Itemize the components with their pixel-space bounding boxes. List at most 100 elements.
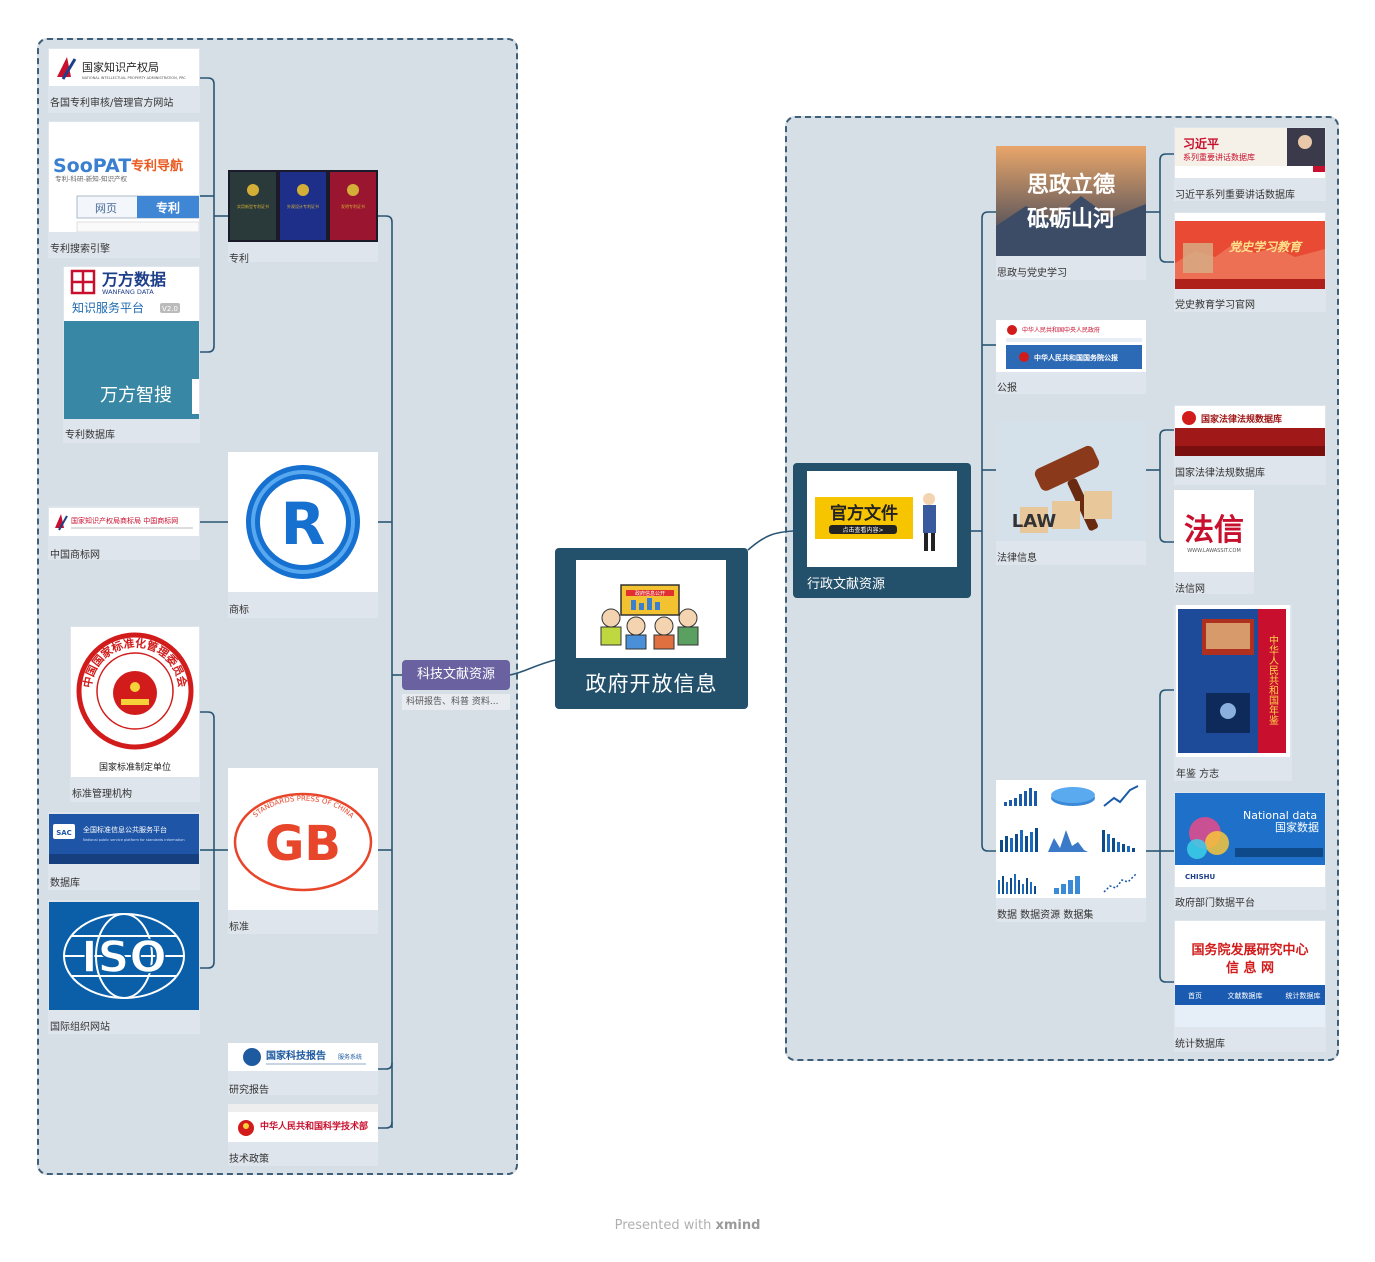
- svg-text:国家知识产权局: 国家知识产权局: [82, 60, 159, 74]
- svg-text:R: R: [281, 490, 326, 558]
- svg-text:专利导航: 专利导航: [131, 158, 183, 174]
- faxin-logo-image: 法信 WWW.LAWASSIT.COM: [1174, 490, 1254, 572]
- trademark-caption: 商标: [229, 605, 249, 616]
- report-system-image: 国家科技报告 服务系统: [228, 1043, 378, 1071]
- gov-data-card[interactable]: National data 国家数据 CHISHU 政府部门数据平台: [1174, 792, 1326, 910]
- science-branch-topic[interactable]: 科技文献资源: [402, 660, 510, 690]
- svg-text:首页: 首页: [1188, 991, 1202, 1000]
- svg-text:知识服务平台: 知识服务平台: [72, 300, 144, 315]
- svg-text:LAW: LAW: [1012, 511, 1057, 532]
- gazette-card[interactable]: 中华人民共和国中央人民政府 中华人民共和国国务院公报 公报: [996, 320, 1146, 394]
- law-caption: 法律信息: [997, 553, 1037, 564]
- svg-text:发明专利证书: 发明专利证书: [341, 203, 365, 209]
- cnipa-logo-image: 国家知识产权局 NATIONAL INTELLECTUAL PROPERTY A…: [49, 49, 199, 86]
- patent-caption: 专利: [229, 254, 249, 265]
- national-data-image: National data 国家数据 CHISHU: [1175, 793, 1325, 887]
- policy-card[interactable]: 中华人民共和国科学技术部 技术政策: [228, 1104, 378, 1166]
- iso-logo-image: ISO: [49, 902, 199, 1010]
- patent-certificates-image: 实用新型专利证书 外观设计专利证书 发明专利证书: [228, 170, 378, 242]
- trademark-site-image: 国家知识产权局商标局 中国商标网: [49, 508, 199, 536]
- stat-db-card[interactable]: 国务院发展研究中心 信 息 网 首页 文献数据库 统计数据库 统计数据库: [1174, 920, 1326, 1052]
- svg-text:中华人民共和国国务院公报: 中华人民共和国国务院公报: [1034, 353, 1119, 362]
- svg-text:SAC: SAC: [56, 829, 72, 837]
- law-db-caption: 国家法律法规数据库: [1175, 468, 1265, 479]
- faxin-card[interactable]: 法信 WWW.LAWASSIT.COM 法信网: [1174, 490, 1254, 595]
- gazette-image: 中华人民共和国中央人民政府 中华人民共和国国务院公报: [996, 320, 1146, 372]
- xi-db-card[interactable]: 习近平 系列重要讲话数据库 习近平系列重要讲话数据库: [1174, 127, 1326, 201]
- law-card[interactable]: LAW 法律信息: [996, 421, 1146, 565]
- presented-with-footer: Presented with xmind: [0, 1218, 1375, 1233]
- svg-text:全国标准信息公共服务平台: 全国标准信息公共服务平台: [83, 825, 167, 834]
- svg-text:思政立德: 思政立德: [1027, 172, 1115, 198]
- gb-standard-logo-image: STANDARDS PRESS OF CHINA GB: [228, 768, 378, 910]
- root-topic[interactable]: 政府信息公开 政府开放信息: [555, 548, 748, 709]
- trademark-card[interactable]: R 商标: [228, 452, 378, 618]
- svg-text:国家知识产权局商标局 中国商标网: 国家知识产权局商标局 中国商标网: [71, 516, 178, 525]
- svg-text:官方文件: 官方文件: [830, 503, 898, 524]
- svg-text:政府信息公开: 政府信息公开: [635, 590, 665, 597]
- svg-text:实用新型专利证书: 实用新型专利证书: [237, 203, 269, 209]
- svg-text:信 息 网: 信 息 网: [1226, 960, 1274, 976]
- svg-text:中华人民共和国科学技术部: 中华人民共和国科学技术部: [260, 1120, 368, 1132]
- svg-text:国家数据: 国家数据: [1275, 820, 1319, 834]
- svg-text:专利: 专利: [156, 200, 180, 215]
- svg-text:砥砺山河: 砥砺山河: [1027, 206, 1115, 232]
- science-branch-note: 科研报告、科普 资料...: [402, 694, 510, 710]
- admin-branch-topic[interactable]: 官方文件 点击查看内容> 行政文献资源: [793, 463, 971, 598]
- law-db-card[interactable]: 国家法律法规数据库 国家法律法规数据库: [1174, 405, 1326, 485]
- party-history-card[interactable]: 党史学习教育 党史教育学习官网: [1174, 212, 1326, 312]
- gazette-caption: 公报: [997, 383, 1017, 394]
- patent-card[interactable]: 实用新型专利证书 外观设计专利证书 发明专利证书 专利: [228, 170, 378, 265]
- intl-org-caption: 国际组织网站: [50, 1022, 110, 1033]
- root-image: 政府信息公开: [576, 560, 726, 658]
- party-history-image: 党史学习教育: [1175, 213, 1325, 289]
- most-image: 中华人民共和国科学技术部: [228, 1104, 378, 1142]
- data-charts-image: [996, 780, 1146, 898]
- trademark-site-card[interactable]: 国家知识产权局商标局 中国商标网 中国商标网: [48, 506, 200, 561]
- standard-card[interactable]: STANDARDS PRESS OF CHINA GB 标准: [228, 768, 378, 934]
- svg-text:ISO: ISO: [81, 932, 166, 983]
- svg-text:服务系统: 服务系统: [338, 1053, 362, 1061]
- svg-text:国家科技报告: 国家科技报告: [266, 1049, 326, 1062]
- svg-text:WWW.LAWASSIT.COM: WWW.LAWASSIT.COM: [1187, 548, 1241, 554]
- politics-card[interactable]: 思政立德 砥砺山河 思政与党史学习: [996, 146, 1146, 280]
- patent-search-caption: 专利搜索引擎: [50, 244, 110, 255]
- svg-text:V2.0: V2.0: [162, 305, 178, 313]
- admin-branch-title: 行政文献资源: [807, 577, 886, 592]
- svg-text:国家标准制定单位: 国家标准制定单位: [99, 761, 171, 773]
- standard-org-caption: 标准管理机构: [72, 789, 132, 800]
- patent-office-card[interactable]: 国家知识产权局 NATIONAL INTELLECTUAL PROPERTY A…: [48, 48, 200, 113]
- xi-db-image: 习近平 系列重要讲话数据库: [1175, 128, 1325, 178]
- patent-search-card[interactable]: SooPAT 专利导航 专利-科研-新知-知识产权 网页 专利 专利搜索引擎: [48, 121, 200, 258]
- svg-text:点击查看内容>: 点击查看内容>: [842, 526, 883, 534]
- xi-db-caption: 习近平系列重要讲话数据库: [1175, 190, 1295, 201]
- intl-org-card[interactable]: ISO 国际组织网站: [48, 900, 200, 1034]
- standard-org-card[interactable]: 中国国家标准化管理委员会 国家标准制定单位 标准管理机构: [70, 626, 200, 802]
- root-title: 政府开放信息: [585, 672, 718, 696]
- report-card[interactable]: 国家科技报告 服务系统 研究报告: [228, 1043, 378, 1096]
- standard-caption: 标准: [229, 922, 249, 933]
- faxin-caption: 法信网: [1175, 584, 1205, 595]
- svg-text:专利-科研-新知-知识产权: 专利-科研-新知-知识产权: [55, 174, 128, 183]
- svg-text:习近平: 习近平: [1183, 136, 1219, 151]
- svg-text:万方智搜: 万方智搜: [100, 385, 172, 406]
- svg-text:党史学习教育: 党史学习教育: [1229, 240, 1303, 254]
- svg-text:外观设计专利证书: 外观设计专利证书: [287, 203, 319, 209]
- svg-text:WANFANG DATA: WANFANG DATA: [102, 288, 154, 296]
- footer-brand: xmind: [715, 1218, 761, 1233]
- admin-branch-image: 官方文件 点击查看内容>: [807, 471, 957, 567]
- report-caption: 研究报告: [229, 1085, 269, 1096]
- svg-text:GB: GB: [265, 816, 341, 872]
- yearbook-card[interactable]: 中华人民共和国年鉴 年鉴 方志: [1174, 605, 1292, 781]
- svg-text:国务院发展研究中心: 国务院发展研究中心: [1191, 942, 1308, 958]
- trademark-site-caption: 中国商标网: [50, 550, 100, 561]
- law-gavel-image: LAW: [996, 421, 1146, 541]
- svg-text:万方数据: 万方数据: [101, 270, 166, 289]
- standard-db-card[interactable]: SAC 全国标准信息公共服务平台 National public service…: [48, 812, 200, 890]
- gov-data-caption: 政府部门数据平台: [1175, 898, 1255, 909]
- svg-text:文献数据库: 文献数据库: [1228, 991, 1263, 1000]
- svg-text:统计数据库: 统计数据库: [1286, 991, 1321, 1000]
- data-card[interactable]: 数据 数据资源 数据集: [996, 780, 1146, 922]
- patent-db-card[interactable]: 万方数据 WANFANG DATA 知识服务平台 V2.0 万方智搜 专利数据库: [63, 266, 200, 443]
